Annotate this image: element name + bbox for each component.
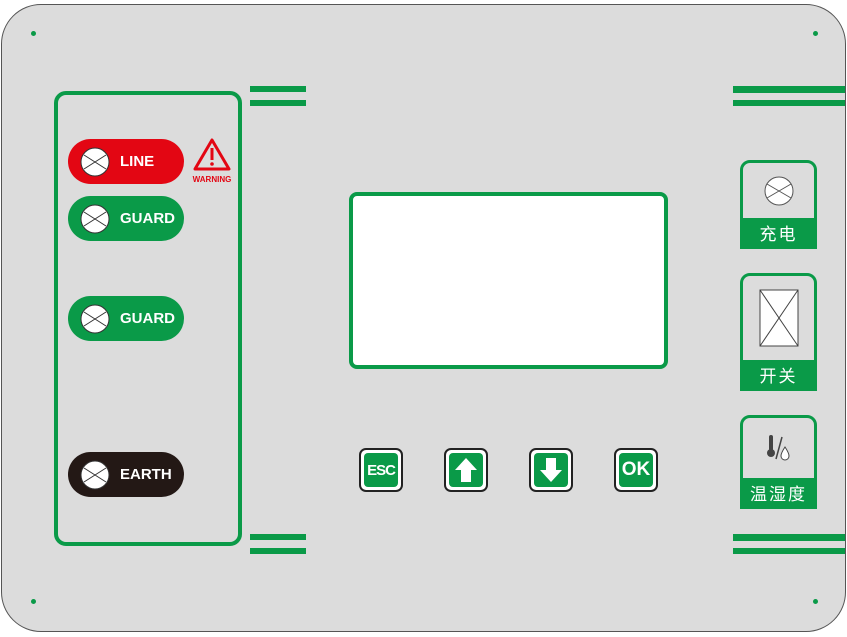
warning-label: WARNING xyxy=(192,175,232,184)
charge-indicator: 充电 xyxy=(740,160,817,249)
decor-stripe xyxy=(733,534,845,541)
esc-button[interactable]: ESC xyxy=(359,448,403,492)
guard-indicator-2: GUARD xyxy=(68,296,184,341)
indicator-frame xyxy=(54,91,242,546)
power-switch[interactable]: 开关 xyxy=(740,273,817,391)
thermometer-humidity-icon xyxy=(766,435,790,461)
switch-label: 开关 xyxy=(743,360,814,388)
temp-humidity-indicator: 温湿度 xyxy=(740,415,817,509)
lamp-icon xyxy=(80,147,110,176)
decor-stripe xyxy=(733,86,845,93)
line-indicator: LINE xyxy=(68,139,184,184)
indicator-label: GUARD xyxy=(120,310,175,327)
up-arrow-icon xyxy=(455,458,477,482)
lamp-icon xyxy=(80,204,110,233)
up-button[interactable] xyxy=(444,448,488,492)
lcd-display xyxy=(349,192,668,369)
screw-dot xyxy=(813,599,818,604)
indicator-label: LINE xyxy=(120,153,155,170)
indicator-label: EARTH xyxy=(120,466,172,483)
lamp-icon xyxy=(80,304,110,333)
indicator-label: GUARD xyxy=(120,210,175,227)
decor-stripe xyxy=(733,100,845,106)
lamp-icon xyxy=(764,176,793,205)
charge-label: 充电 xyxy=(743,218,814,246)
down-button[interactable] xyxy=(529,448,573,492)
ok-button[interactable]: OK xyxy=(614,448,658,492)
decor-stripe xyxy=(733,548,845,554)
screw-dot xyxy=(31,31,36,36)
screw-dot xyxy=(813,31,818,36)
decor-stripe xyxy=(250,548,306,554)
guard-indicator: GUARD xyxy=(68,196,184,241)
switch-icon xyxy=(759,289,798,347)
ok-label: OK xyxy=(619,453,653,487)
earth-indicator: EARTH xyxy=(68,452,184,497)
decor-stripe xyxy=(250,86,306,92)
decor-stripe xyxy=(250,100,306,106)
temp-humidity-label: 温湿度 xyxy=(743,478,814,506)
esc-label: ESC xyxy=(364,453,398,487)
lamp-icon xyxy=(80,460,110,489)
decor-stripe xyxy=(250,534,306,540)
screw-dot xyxy=(31,599,36,604)
down-arrow-icon xyxy=(540,458,562,482)
warning-triangle-icon xyxy=(193,138,231,171)
